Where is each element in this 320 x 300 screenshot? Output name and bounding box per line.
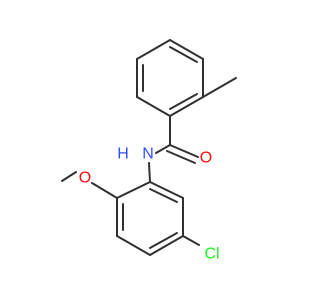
amide-bond: [155, 144, 171, 154]
toluoyl-ring: [136, 39, 204, 117]
bond-inner: [169, 93, 198, 110]
atom-label-n: N: [142, 146, 154, 163]
atom-label-cl: Cl: [204, 246, 219, 263]
carbonyl-bond: [169, 144, 199, 158]
bond: [169, 39, 204, 60]
structure-canvas: H N O O Cl: [61, 39, 237, 263]
methyl-bond: [202, 77, 237, 98]
atom-label-o-carbonyl: O: [200, 150, 212, 167]
bond: [136, 96, 171, 117]
carbonyl-bond-second: [166, 150, 196, 164]
bond-inner: [149, 232, 178, 249]
bond: [116, 181, 151, 199]
chloro-bond: [182, 235, 200, 246]
bond: [169, 96, 204, 117]
methoxy-methyl-bond: [61, 171, 77, 182]
bond-inner: [169, 46, 198, 63]
methoxy-bond: [91, 182, 118, 199]
atom-label-o-methoxy: O: [79, 170, 91, 187]
atom-label-h: H: [117, 146, 129, 163]
bond: [136, 39, 171, 60]
bond-inner: [149, 188, 178, 203]
aniline-ring: [116, 181, 184, 256]
bond: [148, 162, 151, 183]
bond: [116, 235, 151, 256]
bond: [149, 181, 184, 199]
molecule-drawing: H N O O Cl: [61, 39, 237, 263]
bond: [149, 235, 184, 256]
